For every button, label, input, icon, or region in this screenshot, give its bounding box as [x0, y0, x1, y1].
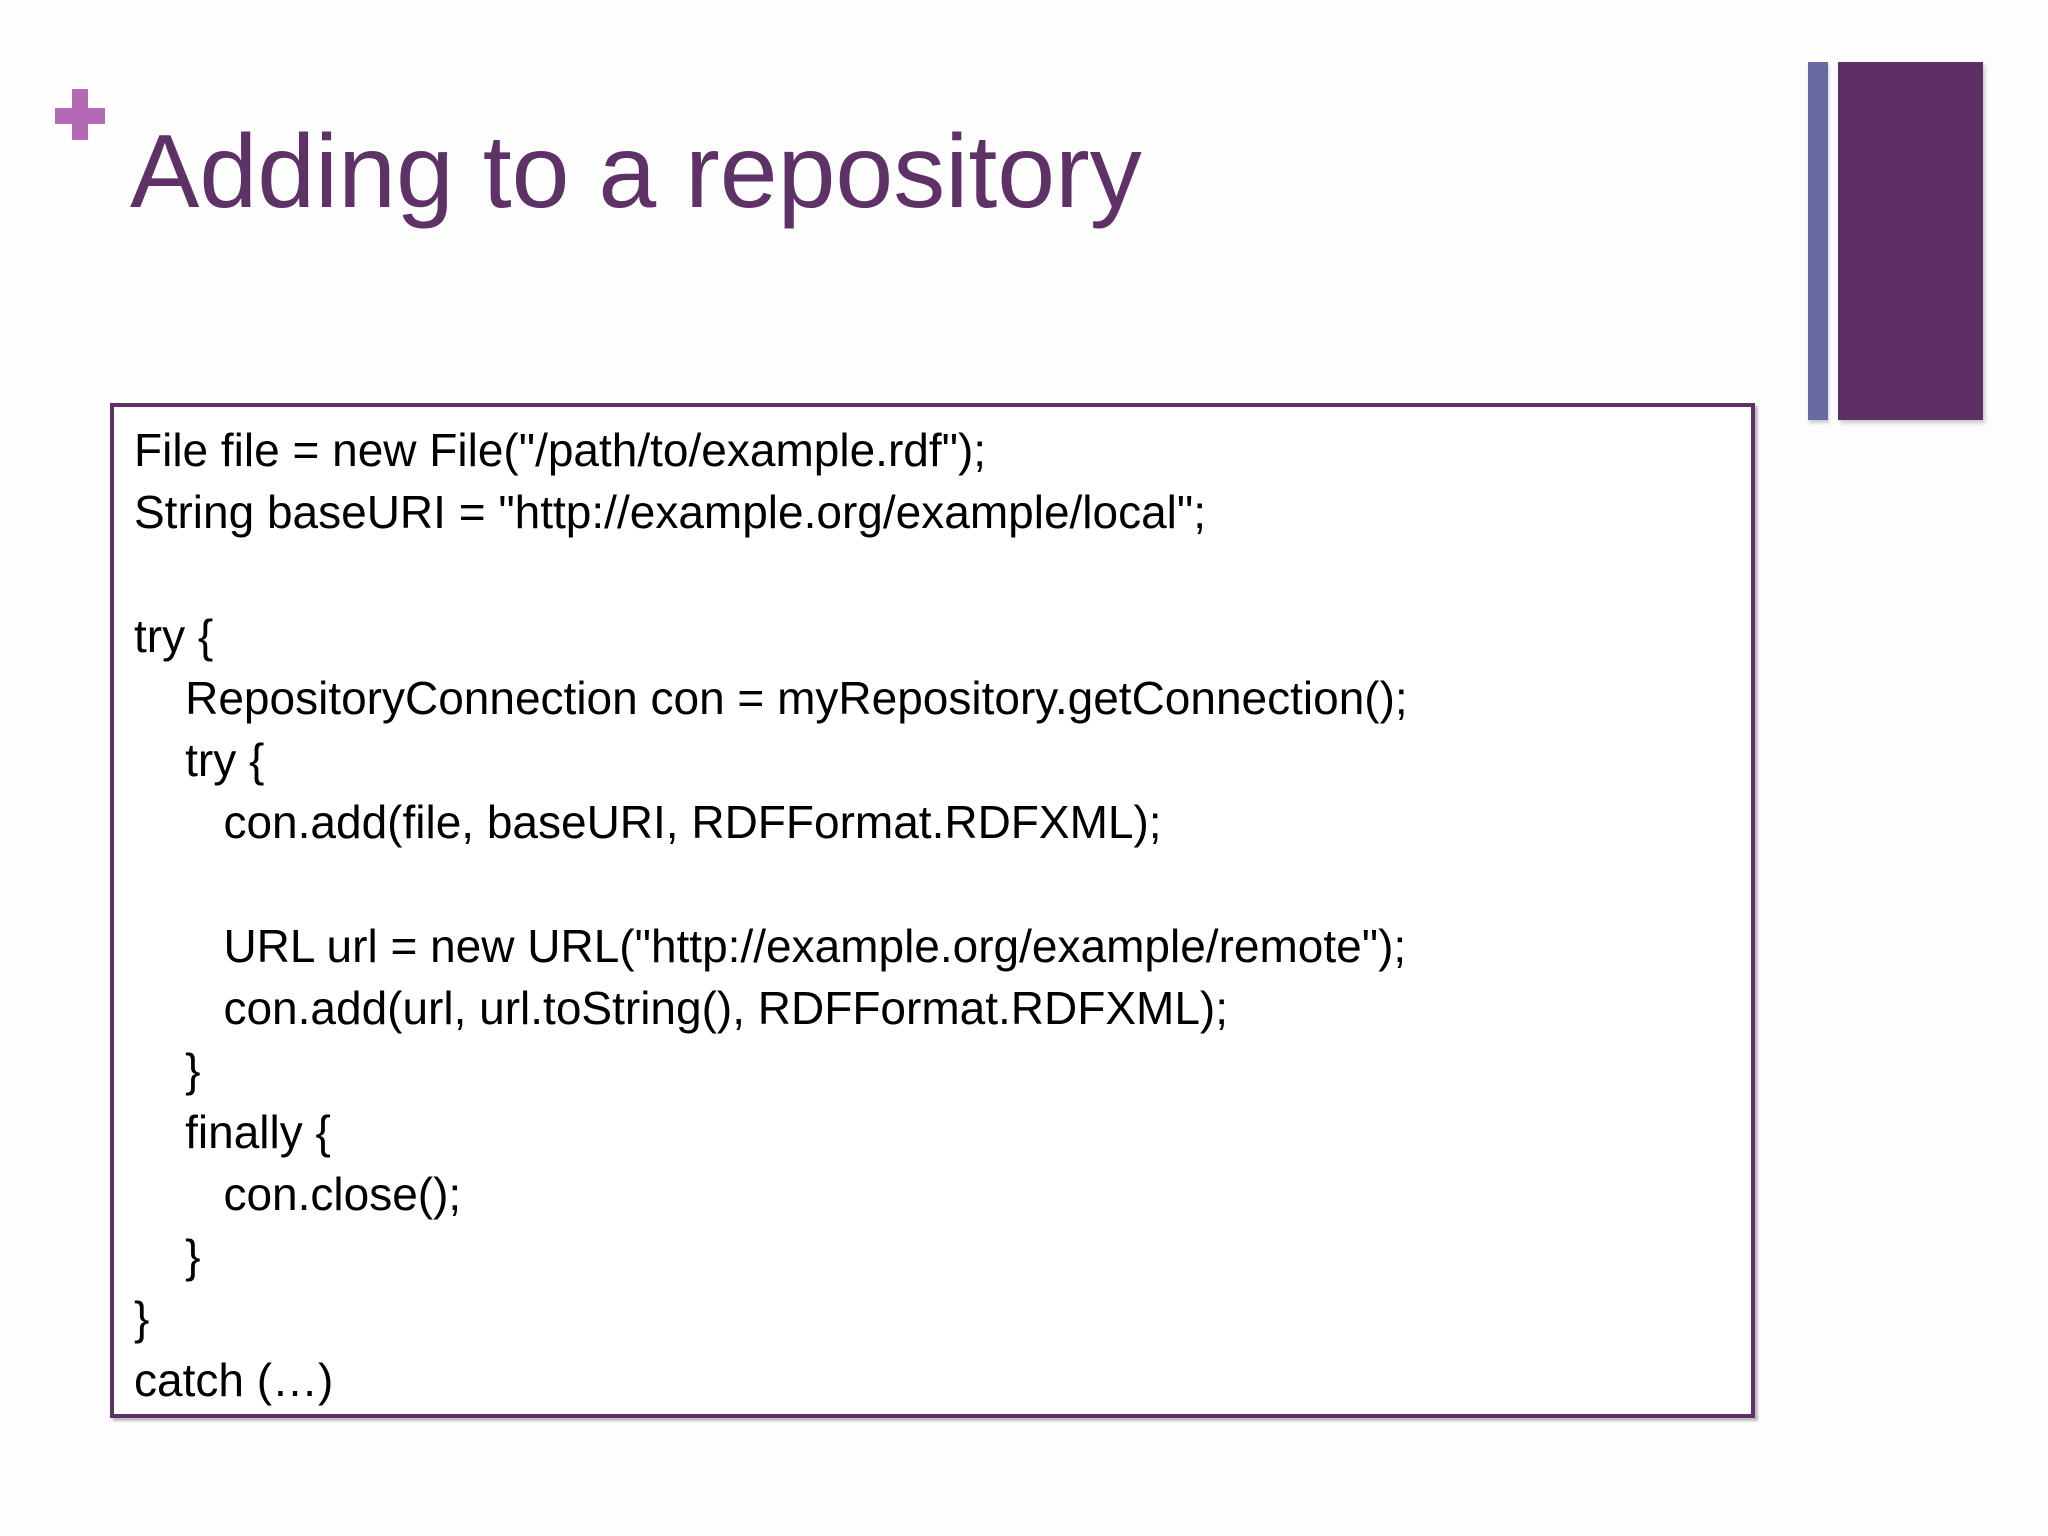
- plus-icon-horizontal-arm: [55, 108, 105, 124]
- accent-bar-thin: [1808, 62, 1828, 420]
- page-title: Adding to a repository: [130, 114, 1142, 230]
- code-box: File file = new File("/path/to/example.r…: [110, 403, 1755, 1418]
- accent-bar-wide: [1838, 62, 1983, 420]
- code-block: File file = new File("/path/to/example.r…: [134, 424, 1408, 1406]
- plus-icon: [55, 89, 105, 140]
